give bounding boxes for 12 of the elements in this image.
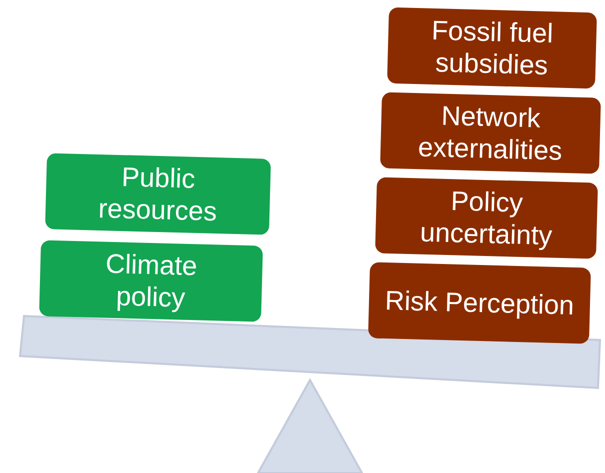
factor-box (45, 153, 271, 235)
factor-label: Fossil fuel subsidies (430, 14, 555, 82)
factor-label: Risk Perception (384, 284, 574, 322)
factor-box (380, 92, 601, 174)
factor-label: Policy uncertainty (418, 184, 554, 253)
factor-box (375, 177, 598, 259)
factor-box (387, 7, 597, 89)
factor-label: Network externalities (416, 99, 564, 168)
factor-box (368, 262, 591, 344)
factor-box (39, 240, 263, 322)
factor-label: Public resources (96, 160, 218, 228)
factor-label: Climate policy (104, 247, 199, 315)
